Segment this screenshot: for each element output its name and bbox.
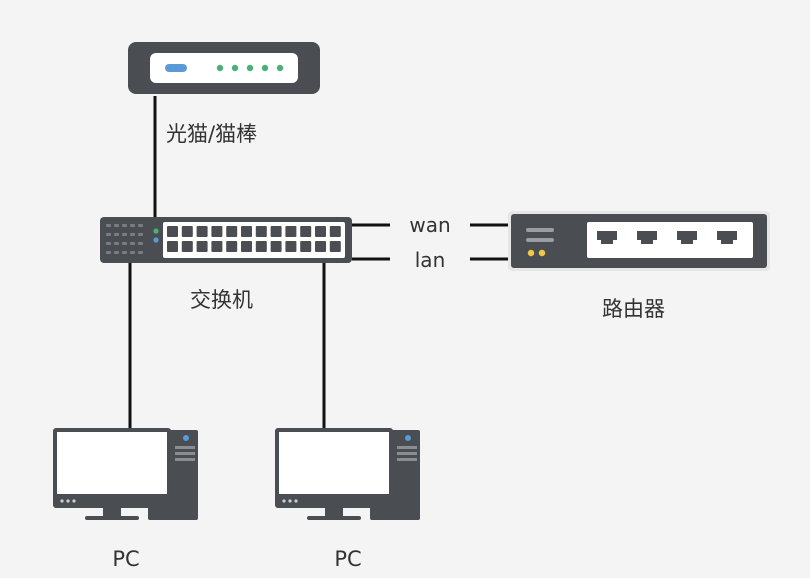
vent-slot <box>114 242 119 245</box>
switch-port <box>255 241 267 252</box>
vent-slot <box>138 224 143 227</box>
modem-label: 光猫/猫棒 <box>166 122 257 146</box>
switch-label: 交换机 <box>190 288 253 312</box>
vent-slot <box>122 224 127 227</box>
vent-slot <box>114 224 119 227</box>
switch-port <box>270 241 282 252</box>
wan-label: wan <box>409 213 450 237</box>
router-port <box>717 231 737 244</box>
switch-port <box>167 241 178 252</box>
switch-port <box>285 241 297 252</box>
vent-slot <box>122 242 127 245</box>
switch-port <box>285 226 297 237</box>
switch-port <box>300 226 312 237</box>
pc-2-icon <box>275 428 420 520</box>
router-port <box>677 231 697 244</box>
router-port <box>597 231 617 244</box>
vent-slot <box>114 251 119 254</box>
vent-slot <box>138 251 143 254</box>
lan-label: lan <box>415 248 446 272</box>
switch-port <box>226 241 238 252</box>
vent-slot <box>106 233 111 236</box>
switch-port <box>241 241 252 252</box>
vent-slot <box>138 242 143 245</box>
switch-port <box>255 226 267 237</box>
router-icon <box>508 211 770 271</box>
switch-port <box>167 226 178 237</box>
pc-2-label: PC <box>334 547 361 571</box>
vent-slot <box>122 251 127 254</box>
vent-slot <box>130 242 135 245</box>
vent-slot <box>106 251 111 254</box>
switch-port <box>329 226 341 237</box>
switch-port <box>181 226 193 237</box>
vent-slot <box>106 242 111 245</box>
switch-port <box>211 241 223 252</box>
switch-port <box>315 241 326 252</box>
vent-slot <box>114 233 119 236</box>
switch-port <box>300 241 312 252</box>
switch-port <box>329 241 341 252</box>
router-label: 路由器 <box>602 297 665 321</box>
optical-modem-icon <box>128 42 320 94</box>
vent-slot <box>122 233 127 236</box>
connection-lines <box>128 96 508 430</box>
vent-slot <box>130 233 135 236</box>
switch-port <box>270 226 282 237</box>
switch-port <box>181 241 193 252</box>
switch-icon <box>100 217 352 263</box>
switch-port <box>196 226 208 237</box>
pc-1-label: PC <box>112 547 139 571</box>
vent-slot <box>130 224 135 227</box>
pc-1-icon <box>53 428 198 520</box>
vent-slot <box>130 251 135 254</box>
vent-slot <box>138 233 143 236</box>
switch-port <box>211 226 223 237</box>
switch-port <box>241 226 252 237</box>
switch-port <box>226 226 238 237</box>
switch-port <box>315 226 326 237</box>
router-port <box>637 231 657 244</box>
vent-slot <box>106 224 111 227</box>
switch-port <box>196 241 208 252</box>
